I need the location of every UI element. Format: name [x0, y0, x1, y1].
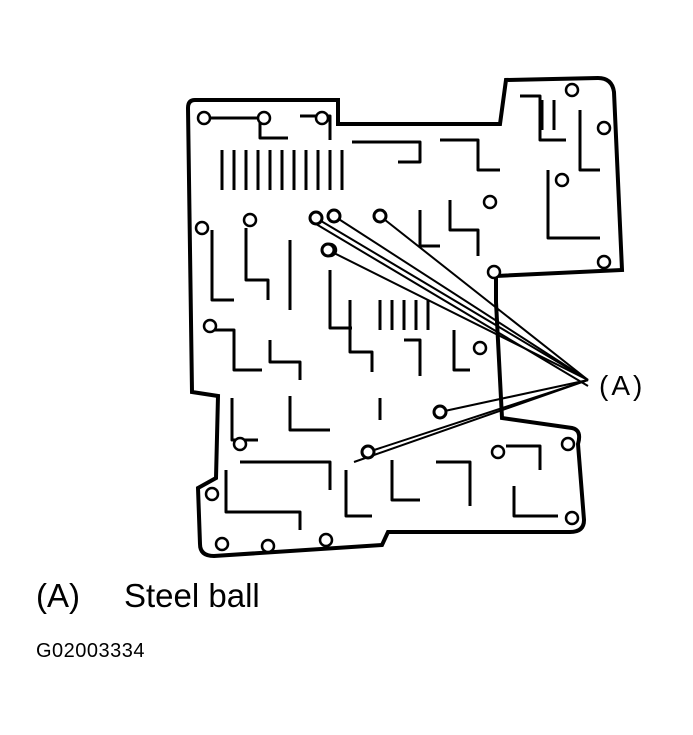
leader-lines: [315, 215, 589, 463]
valve-body-outline: [185, 75, 625, 559]
figure-id: G02003334: [36, 640, 146, 662]
steel-ball: [326, 208, 342, 224]
steel-ball: [372, 208, 388, 224]
passage-details: [210, 94, 600, 530]
legend-text: Steel ball: [124, 577, 260, 614]
bore-stripes: [220, 100, 556, 330]
legend: (A) Steel ball: [36, 577, 260, 615]
steel-balls: [308, 208, 448, 460]
steel-ball: [320, 242, 336, 258]
callout-label-a: (A): [599, 370, 646, 401]
steel-ball: [432, 404, 448, 420]
bolt-holes: [194, 82, 612, 554]
legend-key: (A): [36, 577, 80, 614]
steel-ball: [360, 444, 376, 460]
steel-ball: [308, 210, 324, 226]
